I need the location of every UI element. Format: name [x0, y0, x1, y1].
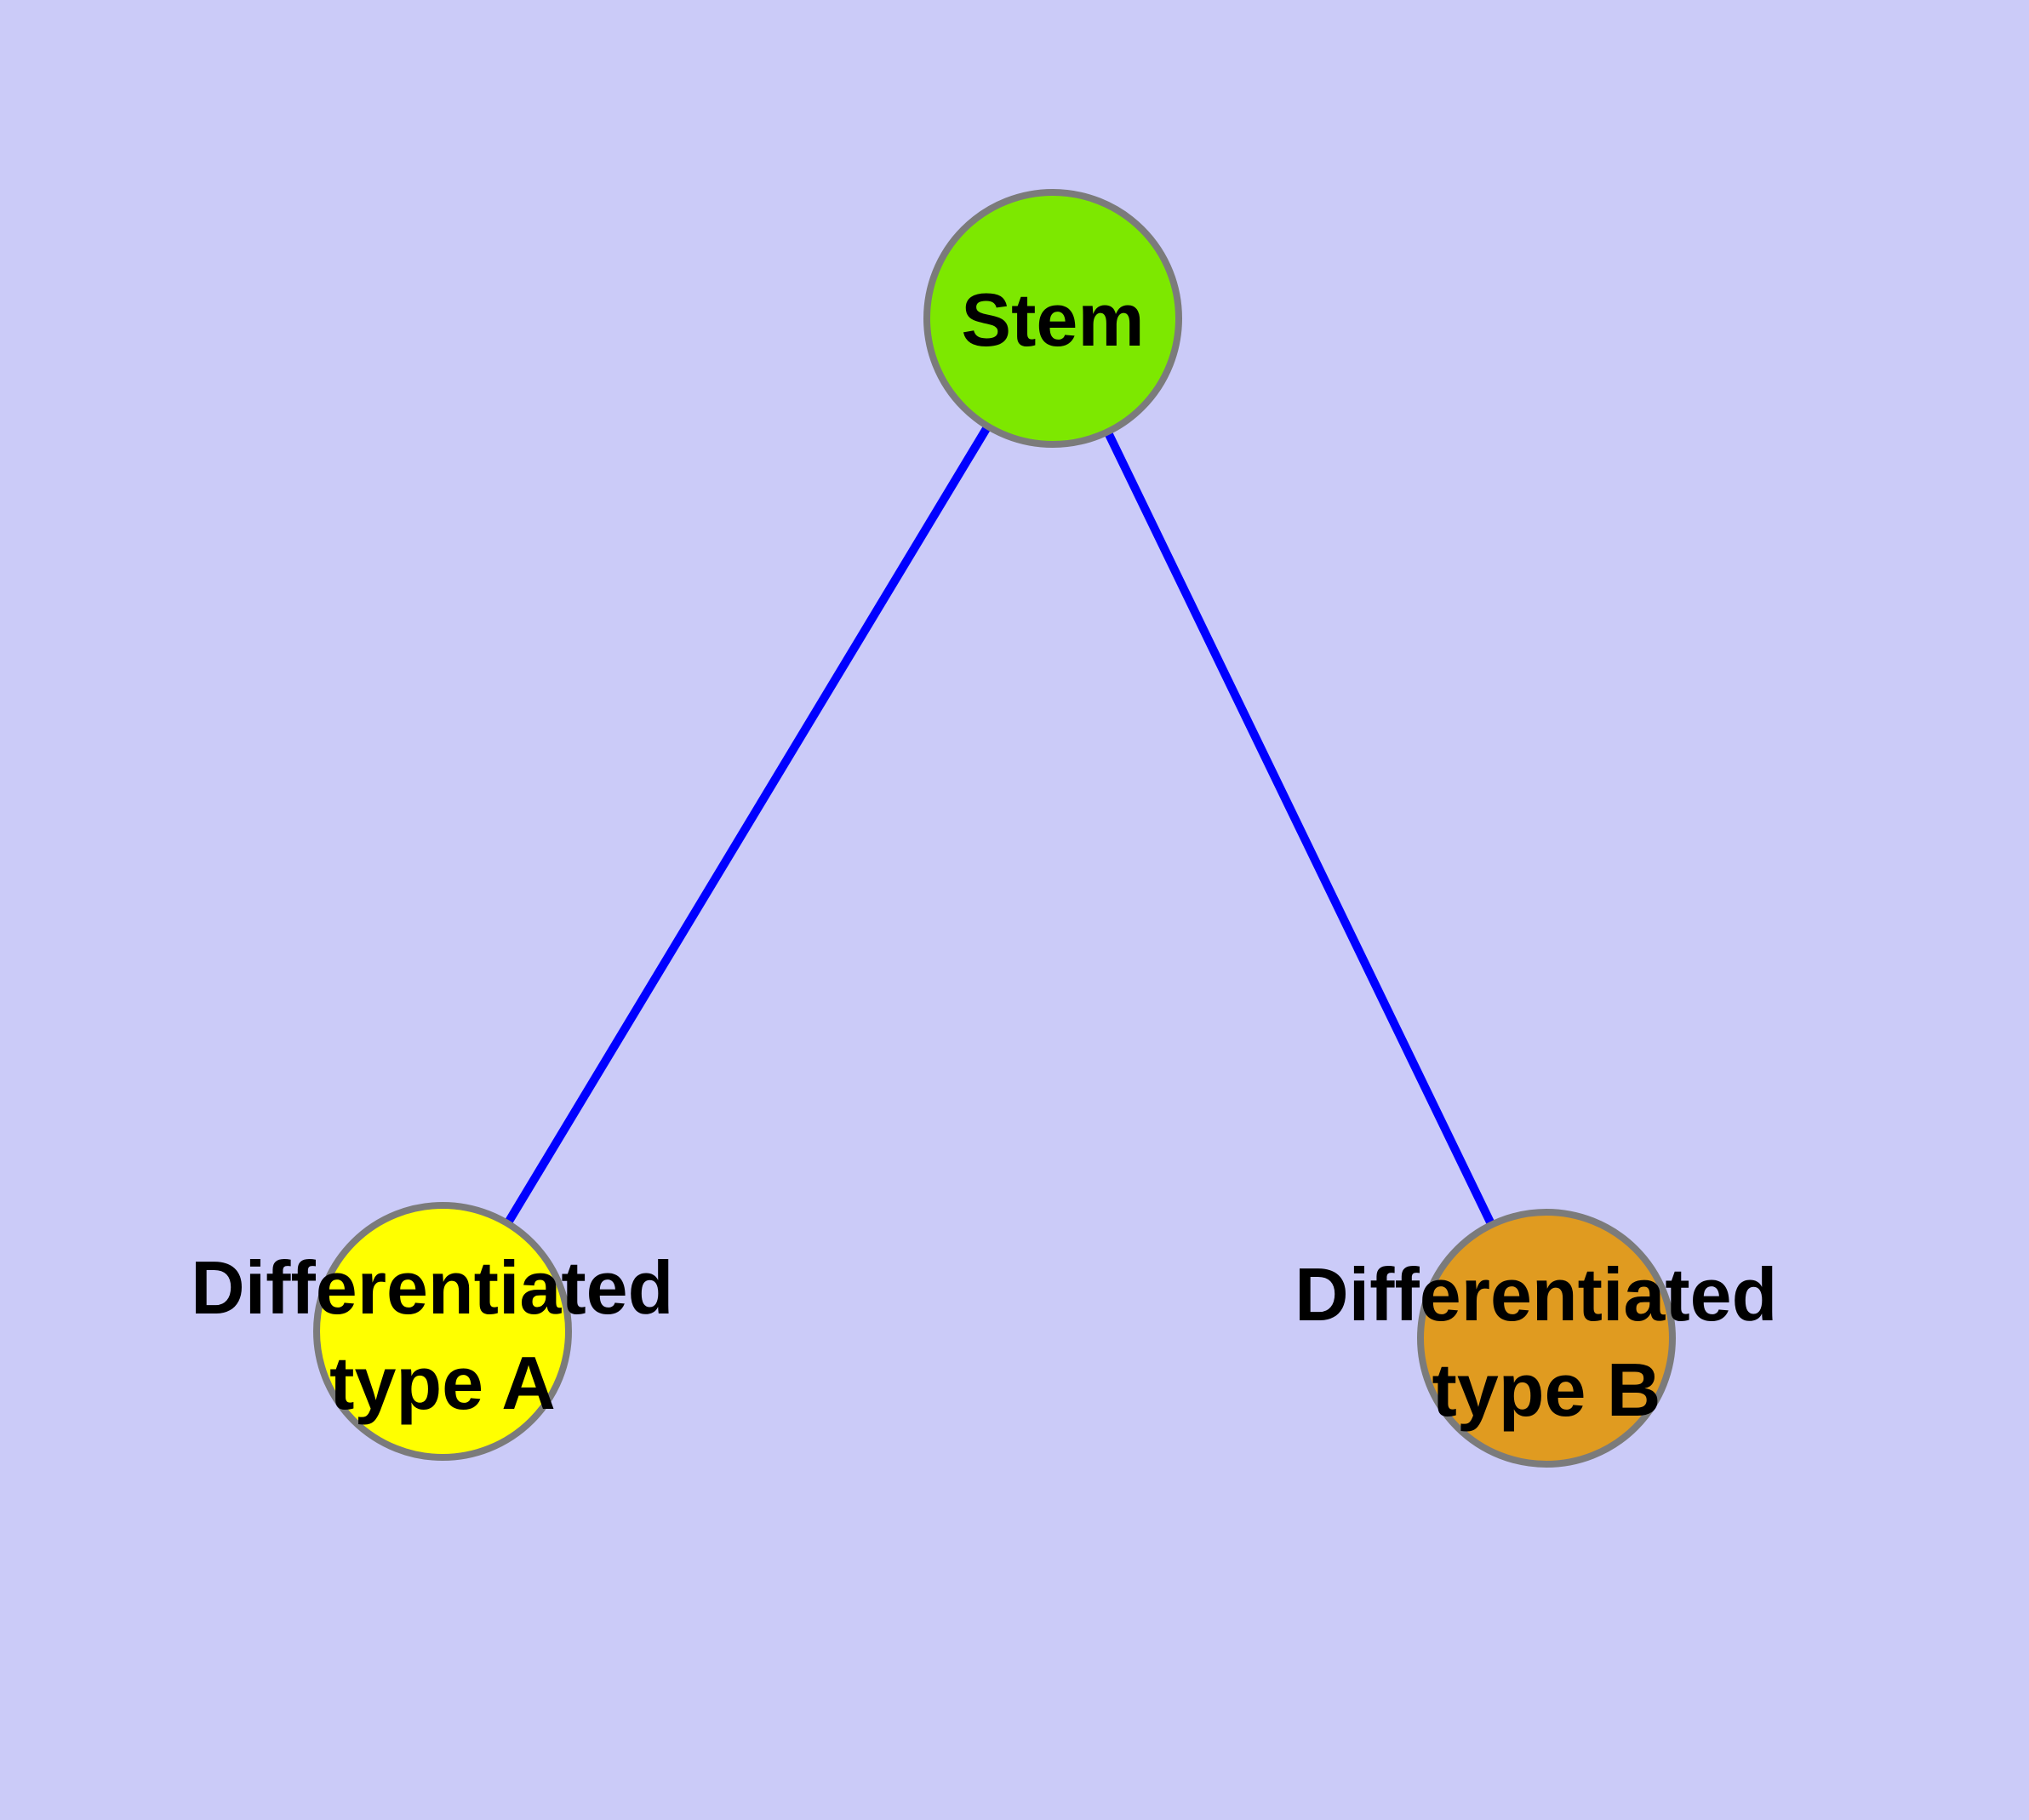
- node-type-b-label: Differentiated type B: [1295, 1252, 1798, 1432]
- node-type-b-label-line1: Differentiated: [1295, 1252, 1777, 1336]
- edge-stem-to-type-b: [1049, 316, 1551, 1341]
- edge-stem-to-type-a: [438, 316, 1057, 1334]
- node-stem: Stem: [923, 189, 1182, 448]
- node-type-a: Differentiated type A: [191, 1202, 694, 1461]
- node-stem-label: Stem: [961, 278, 1144, 362]
- node-type-b-label-line2: type B: [1432, 1348, 1661, 1432]
- node-type-b-circle: [1417, 1209, 1676, 1468]
- node-type-a-label-line2: type A: [329, 1341, 556, 1425]
- node-type-b: Differentiated type B: [1295, 1209, 1798, 1468]
- node-type-a-circle: [313, 1202, 572, 1461]
- node-stem-circle: [923, 189, 1182, 448]
- node-type-a-label: Differentiated type A: [191, 1245, 694, 1425]
- node-type-a-label-line1: Differentiated: [191, 1245, 673, 1330]
